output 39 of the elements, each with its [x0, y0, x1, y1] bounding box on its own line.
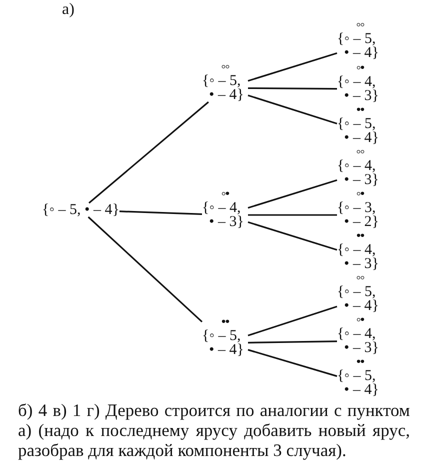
tree-branch [88, 216, 203, 322]
pair-label: ◦• [221, 188, 229, 201]
set-label: {◦ – 5, • – 4} [202, 74, 245, 102]
set-label: {◦ – 5, • – 4} [337, 32, 380, 60]
tree-branch [248, 52, 338, 82]
set-label: {◦ – 5, • – 4} [42, 203, 120, 217]
set-label: {◦ – 4, • – 3} [337, 159, 380, 187]
answer-paragraph: б) 4 в) 1 г) Дерево строится по аналогии с пунктом а) (надо к последнему ярусу добавить новый ярус, разобрав для каждой компоненты 3 случая). [18, 400, 410, 460]
tree-branch [119, 210, 202, 215]
pair-label: ◦◦ [221, 61, 229, 74]
set-label: {◦ – 3, • – 2} [337, 201, 380, 229]
set-label: {◦ – 5, • – 4} [337, 369, 380, 397]
pair-label: ◦◦ [356, 19, 364, 32]
pair-label: •• [221, 316, 229, 329]
tree-branch [248, 340, 338, 344]
pair-label: ◦◦ [356, 146, 364, 159]
pair-label: ◦• [356, 314, 364, 327]
tree-branch [248, 94, 338, 124]
pair-label: •• [356, 104, 364, 117]
set-label: {◦ – 5, • – 4} [337, 285, 380, 313]
set-label: {◦ – 4, • – 3} [337, 243, 380, 271]
tree-branch [248, 87, 337, 90]
tree-branch [248, 306, 338, 336]
set-label: {◦ – 4, • – 3} [337, 75, 380, 103]
tree-branch [88, 101, 209, 204]
set-label: {◦ – 4, • – 3} [202, 201, 245, 229]
pair-label: ◦◦ [356, 272, 364, 285]
pair-label: •• [356, 356, 364, 369]
pair-label: ◦• [356, 188, 364, 201]
tree-branch [248, 179, 338, 209]
set-label: {◦ – 4, • – 3} [337, 327, 380, 355]
tree-branch [248, 214, 337, 216]
set-label: {◦ – 5, • – 4} [202, 329, 245, 357]
tree-branch [248, 221, 338, 251]
part-label: а) [62, 1, 74, 19]
tree-branch [248, 349, 338, 377]
pair-label: •• [356, 230, 364, 243]
set-label: {◦ – 5, • – 4} [337, 117, 380, 145]
pair-label: ◦• [356, 62, 364, 75]
